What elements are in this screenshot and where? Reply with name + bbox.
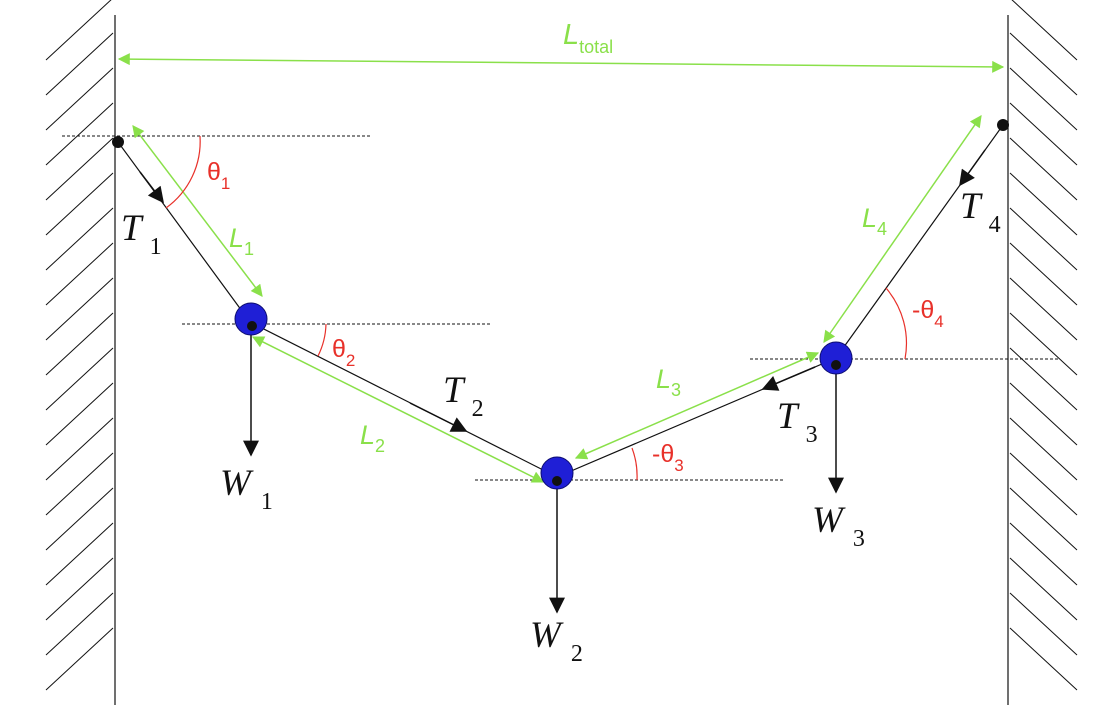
hatch-line [1009, 417, 1078, 481]
angle-arc-4 [885, 287, 908, 360]
hatch-line [1009, 102, 1078, 166]
length-arrow-3 [574, 351, 820, 460]
angle-arc-2 [317, 323, 327, 357]
hatch-line [1009, 592, 1078, 656]
angle-label-3: -θ3 [652, 440, 684, 475]
hatch-line [45, 522, 114, 586]
length-label-3: L3 [656, 364, 681, 400]
length-label-4: L4 [862, 203, 887, 239]
hatch-line [1009, 277, 1078, 341]
angle-label-2: θ2 [332, 335, 355, 370]
hatch-line [45, 32, 114, 96]
hatch-line [45, 277, 114, 341]
hatch-line [1011, 0, 1078, 61]
hatch-line [45, 207, 114, 271]
angle-label-1: θ1 [207, 158, 230, 193]
total-length-label: Ltotal [563, 19, 613, 57]
hatch-line [45, 627, 114, 691]
hatch-line [45, 242, 114, 306]
hatch-line [45, 102, 114, 166]
hatch-line [1009, 487, 1078, 551]
hatch-line [1009, 312, 1078, 376]
hatch-line [45, 172, 114, 236]
right-wall-hatching [1009, 0, 1078, 691]
length-label-1: L1 [229, 223, 254, 259]
hatch-line [1009, 242, 1078, 306]
angle-label-4: -θ4 [912, 296, 944, 331]
tension-arrow-4 [959, 149, 986, 187]
hatch-line [1009, 207, 1078, 271]
length-arrow-4 [823, 115, 982, 343]
hatch-line [1009, 627, 1078, 691]
hatch-line [45, 557, 114, 621]
mass-1 [234, 302, 268, 336]
hatch-line [45, 452, 114, 516]
hatch-line [1009, 32, 1078, 96]
tension-arrow-3 [761, 366, 816, 391]
left-anchor-point [112, 136, 124, 148]
hatch-line [1009, 382, 1078, 446]
length-arrow-1 [132, 125, 263, 297]
horizontal-reference-lines [62, 135, 1058, 481]
hatch-line [1009, 137, 1078, 201]
hatch-line [1009, 452, 1078, 516]
hatch-line [45, 0, 112, 61]
angle-arc-3 [631, 447, 638, 481]
hatch-line [45, 592, 114, 656]
hatch-line [1009, 557, 1078, 621]
angle-arc-1 [165, 135, 201, 209]
length-label-2: L2 [360, 420, 385, 456]
hatch-line [45, 67, 114, 131]
length-arrow-2 [251, 336, 545, 483]
hatch-line [1009, 172, 1078, 236]
total-length-arrow [117, 53, 1005, 73]
hatch-line [45, 417, 114, 481]
hatch-line [45, 487, 114, 551]
left-wall-hatching [45, 0, 114, 691]
hatch-line [45, 137, 114, 201]
tension-arrow-1 [139, 171, 164, 204]
hatch-line [45, 347, 114, 411]
hatch-line [45, 312, 114, 376]
right-anchor-point [997, 119, 1009, 131]
hatch-line [1009, 347, 1078, 411]
hatch-line [45, 382, 114, 446]
hatch-line [1009, 67, 1078, 131]
mass-3 [819, 341, 853, 375]
mass-2 [540, 456, 574, 490]
hatch-line [1009, 522, 1078, 586]
